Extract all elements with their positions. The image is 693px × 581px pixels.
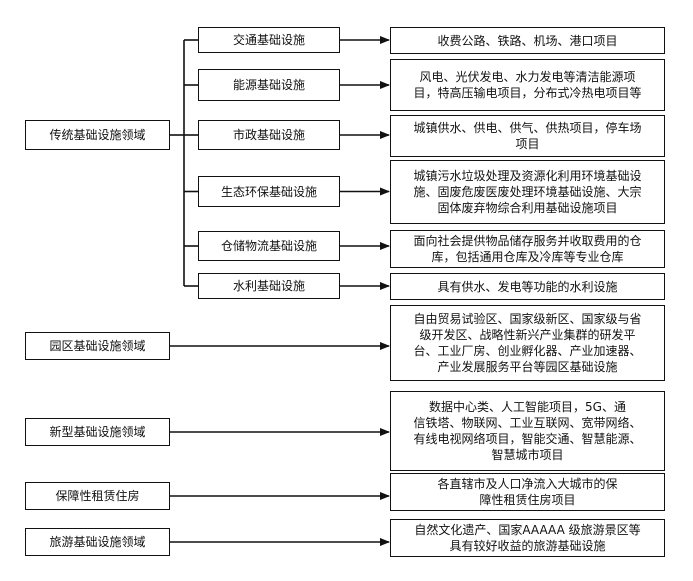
description-box-municipal: 城镇供水、供电、供气、供热项目，停车场 项目: [390, 115, 665, 157]
description-box-affordable-rental-housing: 各直辖市及人口净流入大城市的保 障性租赁住房项目: [390, 473, 665, 511]
category-box-traditional: 传统基础设施领域: [25, 120, 170, 150]
category-box-new-infrastructure: 新型基础设施领域: [25, 418, 170, 446]
subcategory-box-transport: 交通基础设施: [198, 27, 340, 53]
subcategory-box-eco-environmental: 生态环保基础设施: [198, 176, 340, 207]
subcategory-box-energy: 能源基础设施: [198, 69, 340, 101]
subcategory-box-water-conservancy: 水利基础设施: [198, 273, 340, 299]
subcategory-box-warehouse-logistics: 仓储物流基础设施: [198, 231, 340, 261]
category-box-industrial-park: 园区基础设施领域: [25, 332, 170, 360]
description-box-transport: 收费公路、铁路、机场、港口项目: [390, 27, 665, 54]
category-box-tourism: 旅游基础设施领域: [25, 528, 170, 556]
description-box-tourism: 自然文化遗产、国家AAAAA 级旅游景区等 具有较好收益的旅游基础设施: [390, 519, 665, 557]
description-box-industrial-park: 自由贸易试验区、国家级新区、国家级与省 级开发区、战略性新兴产业集群的研发平 台…: [390, 305, 665, 381]
description-box-eco-environmental: 城镇污水垃圾处理及资源化利用环境基础设 施、固废危废医废处理环境基础设施、大宗 …: [390, 160, 665, 224]
category-box-affordable-rental-housing: 保障性租赁住房: [25, 482, 170, 510]
description-box-water-conservancy: 具有供水、发电等功能的水利设施: [390, 273, 665, 300]
description-box-warehouse-logistics: 面向社会提供物品储存服务并收取费用的仓 库，包括通用仓库及冷库等专业仓库: [390, 230, 665, 268]
description-box-new-infrastructure: 数据中心类、人工智能项目，5G、通 信铁塔、物联网、工业互联网、宽带网络、 有线…: [390, 391, 665, 471]
subcategory-box-municipal: 市政基础设施: [198, 120, 340, 150]
description-box-energy: 风电、光伏发电、水力发电等清洁能源项 目，特高压输电项目，分布式冷热电项目等: [390, 59, 665, 111]
